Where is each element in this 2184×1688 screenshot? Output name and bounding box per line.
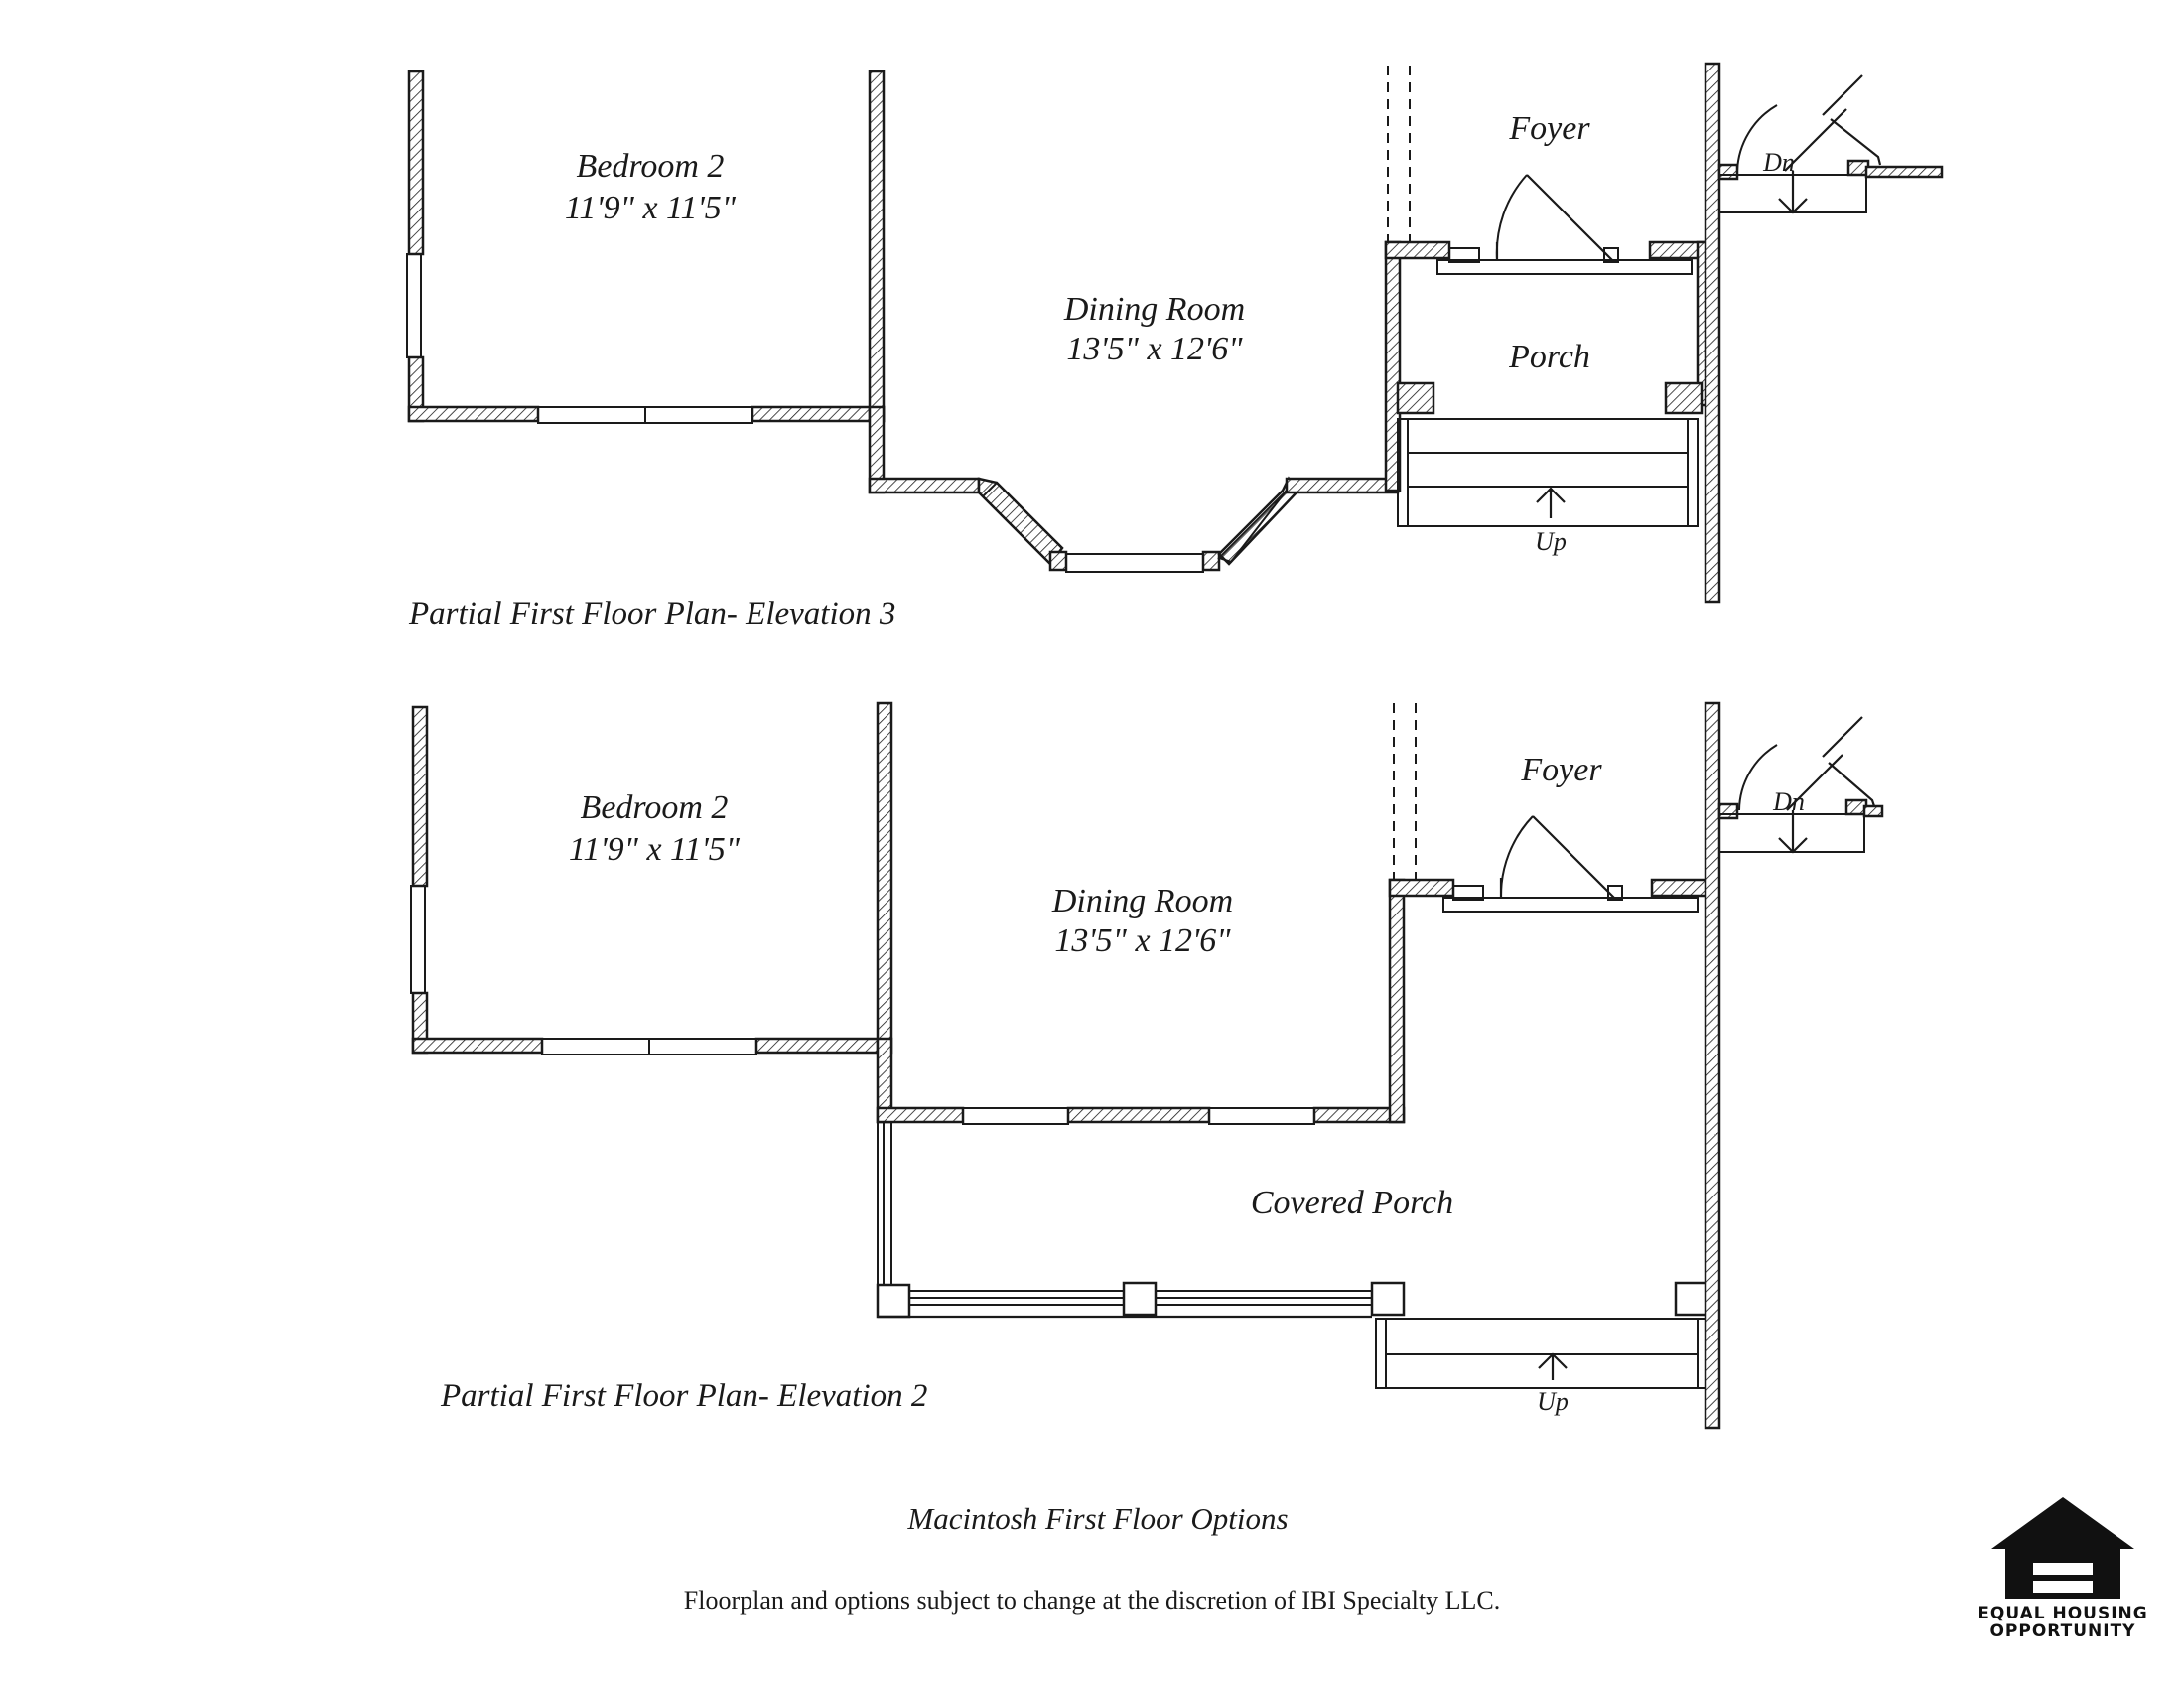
foyer-label: Foyer <box>1508 110 1590 147</box>
logo-line2: OPPORTUNITY <box>1989 1621 2135 1641</box>
up-label: Up <box>1537 1387 1569 1416</box>
bedroom-dining-wall <box>868 70 886 423</box>
dining-label: Dining Room <box>1063 291 1245 328</box>
foyer-door <box>1532 815 1615 899</box>
covered-porch-label: Covered Porch <box>1251 1185 1453 1221</box>
porch-column <box>876 1283 911 1319</box>
down-label: Dn <box>1762 148 1795 177</box>
porch-label: Porch <box>1508 339 1590 375</box>
down-label: Dn <box>1772 787 1805 816</box>
porch-column <box>1370 1281 1406 1317</box>
side-door <box>1786 754 1843 811</box>
bedroom-bottom-wall-left <box>407 405 540 423</box>
foyer-door-sill <box>1442 897 1699 913</box>
exterior-wall <box>1704 62 1721 604</box>
bedroom-bottom-wall-right <box>751 405 886 423</box>
sheet-title: Macintosh First Floor Options <box>906 1501 1288 1536</box>
bay-front-window <box>1065 553 1204 573</box>
plan-elevation-3: Bedroom 2 11'9" x 11'5" Dining Room 13'5… <box>406 62 1944 632</box>
porch-column-right <box>1664 381 1704 415</box>
equal-housing-icon: EQUAL HOUSING OPPORTUNITY <box>1978 1497 2148 1641</box>
bedroom-label: Bedroom 2 <box>577 148 725 185</box>
up-label: Up <box>1535 527 1567 556</box>
plan-caption: Partial First Floor Plan- Elevation 2 <box>440 1378 927 1414</box>
foyer-door <box>1526 174 1613 261</box>
bedroom-side-window <box>406 253 422 358</box>
bedroom-size: 11'9" x 11'5" <box>565 190 737 226</box>
dining-window-left <box>962 1107 1069 1125</box>
foyer-label: Foyer <box>1520 752 1602 788</box>
foyer-door-sill <box>1436 259 1693 275</box>
exterior-wall <box>1704 701 1721 1430</box>
disclaimer: Floorplan and options subject to change … <box>684 1586 1500 1615</box>
dining-label: Dining Room <box>1051 883 1233 919</box>
side-door <box>1784 108 1847 172</box>
porch-column <box>1674 1281 1709 1317</box>
dining-size: 13'5" x 12'6" <box>1066 331 1243 367</box>
bedroom-dining-wall <box>876 701 893 1055</box>
bedroom-label: Bedroom 2 <box>581 789 729 826</box>
plan-elevation-2: Bedroom 2 11'9" x 11'5" Dining Room 13'5… <box>410 701 1884 1430</box>
dining-window-right <box>1208 1107 1315 1125</box>
bedroom-left-wall <box>407 70 425 256</box>
dining-right-wall <box>1388 878 1406 1124</box>
bedroom-left-wall <box>411 705 429 888</box>
porch-column-left <box>1396 381 1435 415</box>
porch-column <box>1122 1281 1158 1317</box>
bedroom-size: 11'9" x 11'5" <box>569 831 741 868</box>
dining-size: 13'5" x 12'6" <box>1054 922 1231 959</box>
logo-line1: EQUAL HOUSING <box>1978 1604 2148 1623</box>
porch-steps <box>1397 418 1699 527</box>
bedroom-side-window <box>410 885 426 994</box>
plan-caption: Partial First Floor Plan- Elevation 3 <box>408 596 895 632</box>
